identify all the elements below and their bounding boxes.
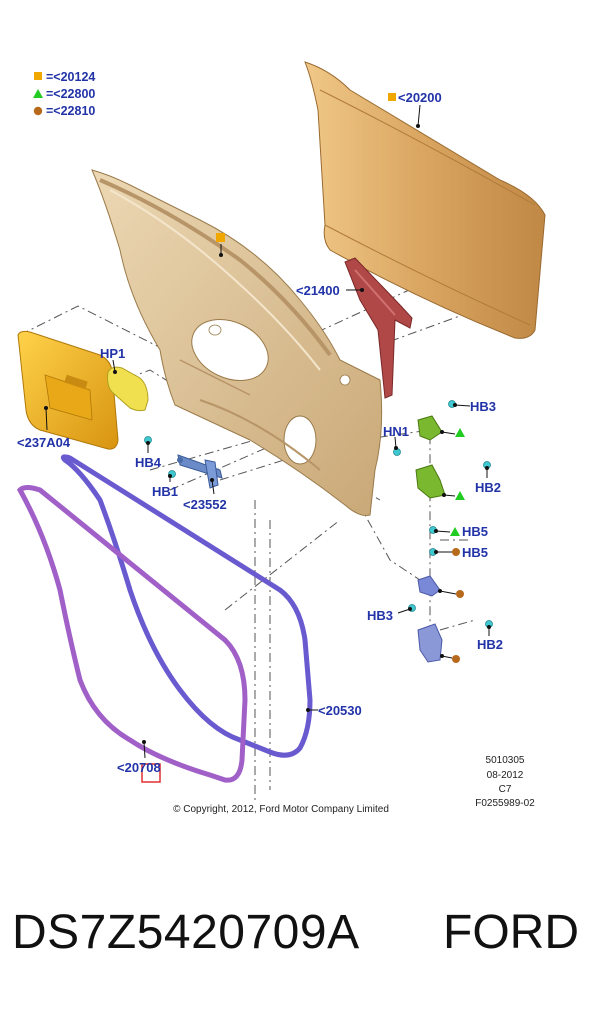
check-strap xyxy=(177,454,223,489)
fastener-markers xyxy=(216,93,465,663)
seal-20708 xyxy=(16,485,248,783)
parts-diagram: =<20124 =<22800 =<22810 xyxy=(16,61,546,815)
triangle-marker-icon xyxy=(455,491,465,500)
label-23552: <23552 xyxy=(183,497,227,512)
info-line-1: 5010305 xyxy=(486,755,525,766)
legend-item-2: =<22800 xyxy=(46,87,95,101)
label-hb3-bottom: HB3 xyxy=(367,608,393,623)
brand-name: FORD xyxy=(443,906,579,959)
circle-marker-icon xyxy=(452,655,460,663)
footer: DS7Z5420709A FORD xyxy=(0,905,600,985)
label-hb5-top: HB5 xyxy=(462,524,488,539)
part-number: DS7Z5420709A xyxy=(12,906,360,959)
info-line-4: F0255989-02 xyxy=(475,798,535,809)
door-outer-skin xyxy=(304,61,546,339)
label-21400: <21400 xyxy=(296,283,340,298)
triangle-marker-icon xyxy=(450,527,460,536)
highlight-box xyxy=(141,763,161,783)
label-hb1: HB1 xyxy=(152,484,178,499)
trim-panel xyxy=(17,330,119,450)
hp1-part xyxy=(107,366,149,412)
label-20200: <20200 xyxy=(398,90,442,105)
label-hb3-top: HB3 xyxy=(470,399,496,414)
legend: =<20124 =<22800 =<22810 xyxy=(33,70,95,118)
info-line-2: 08-2012 xyxy=(487,770,524,781)
seal-20530 xyxy=(60,454,313,758)
label-20530: <20530 xyxy=(318,703,362,718)
legend-item-1: =<20124 xyxy=(46,70,95,84)
callout-labels: <20200 <21400 HP1 <237A04 HB4 HB1 <23552… xyxy=(17,90,503,775)
circle-marker-icon xyxy=(452,548,460,556)
label-237a04: <237A04 xyxy=(17,435,71,450)
info-line-3: C7 xyxy=(499,784,512,795)
square-marker-icon xyxy=(216,233,225,242)
legend-square-icon xyxy=(34,72,42,80)
blue-hinges xyxy=(417,575,443,663)
circle-marker-icon xyxy=(456,590,464,598)
door-inner-panel xyxy=(91,169,383,516)
copyright: © Copyright, 2012, Ford Motor Company Li… xyxy=(173,804,389,815)
legend-triangle-icon xyxy=(33,89,43,98)
label-hb5-bottom: HB5 xyxy=(462,545,488,560)
square-marker-icon xyxy=(388,93,396,101)
green-hinges xyxy=(415,415,446,499)
label-hb2-bottom: HB2 xyxy=(477,637,503,652)
drawing-info: 5010305 08-2012 C7 F0255989-02 xyxy=(475,755,535,809)
label-hb2-top: HB2 xyxy=(475,480,501,495)
triangle-marker-icon xyxy=(455,428,465,437)
label-20708: <20708 xyxy=(117,760,161,775)
legend-circle-icon xyxy=(33,106,43,116)
bolts xyxy=(144,400,493,628)
door-seals xyxy=(16,454,313,783)
legend-item-3: =<22810 xyxy=(46,104,95,118)
label-hp1: HP1 xyxy=(100,346,125,361)
window-bracket xyxy=(344,257,413,399)
label-hn1: HN1 xyxy=(383,424,409,439)
leader-lines xyxy=(44,104,491,759)
label-hb4: HB4 xyxy=(135,455,162,470)
